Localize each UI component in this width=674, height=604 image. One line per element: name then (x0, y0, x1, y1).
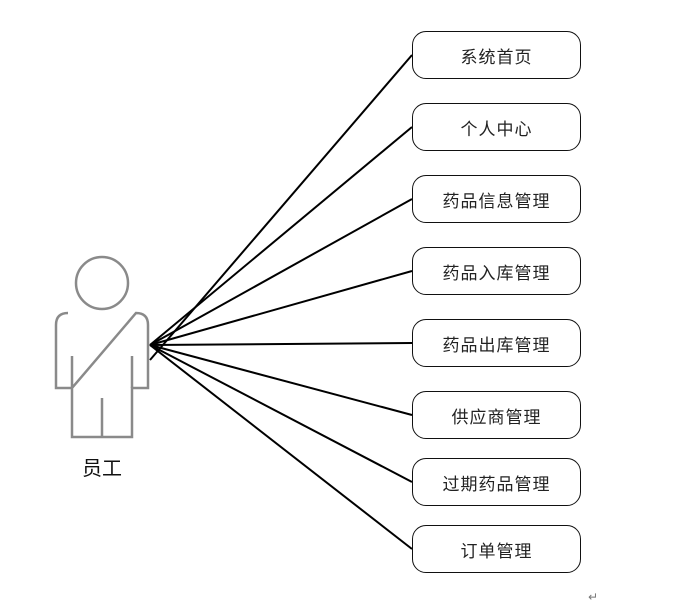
paragraph-mark: ↵ (588, 590, 599, 604)
use-case-supplier: 供应商管理 (412, 391, 581, 439)
use-case-drug-info: 药品信息管理 (412, 175, 581, 223)
use-case-drug-inbound: 药品入库管理 (412, 247, 581, 295)
association-lines (149, 54, 413, 550)
use-case-expired-drugs: 过期药品管理 (412, 458, 581, 506)
use-case-drug-outbound: 药品出库管理 (412, 319, 581, 367)
use-case-profile: 个人中心 (412, 103, 581, 151)
actor-label: 员工 (82, 456, 122, 480)
use-case-home: 系统首页 (412, 31, 581, 79)
use-case-orders: 订单管理 (412, 525, 581, 573)
actor-figure (54, 255, 150, 439)
